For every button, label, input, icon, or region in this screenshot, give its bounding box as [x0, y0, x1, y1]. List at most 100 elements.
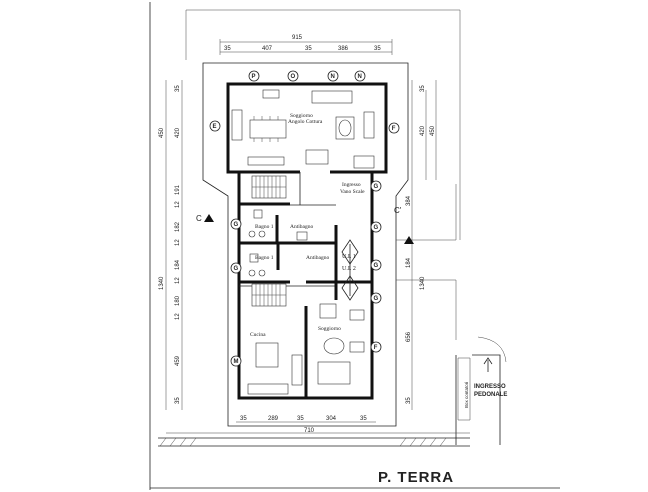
interior-walls-vertical	[275, 215, 338, 398]
sidewalk-outline	[202, 62, 409, 427]
dim-lines-right	[411, 80, 437, 410]
ui-split-arrow-lower	[341, 275, 359, 301]
dim-left-seg-10: 459	[175, 355, 181, 366]
dining-table-upper	[249, 119, 287, 139]
lot-boundary	[185, 9, 461, 240]
room-label-bagno1-mid: Bagno 1	[255, 255, 274, 261]
marker-top-2: O	[287, 70, 299, 82]
dim-left-seg-3: 12	[175, 201, 181, 208]
dim-bottom-total: 710	[304, 428, 315, 434]
dim-left-seg-11: 35	[175, 397, 181, 404]
svg-text:G: G	[374, 225, 379, 231]
entrance-arrow-icon	[483, 357, 493, 372]
room-label-ingresso-2: Vano Scale	[340, 189, 365, 195]
svg-text:G: G	[234, 266, 239, 272]
marker-left-2: G	[230, 218, 242, 230]
ground-hatch	[159, 437, 447, 447]
dim-bottom-seg-1: 35	[240, 416, 247, 422]
dim-left-outer: 1340	[159, 276, 165, 290]
shower-mid	[249, 253, 259, 263]
dim-right-upper-inner: 420	[420, 125, 426, 136]
desk-upper	[305, 149, 329, 165]
marker-right-2: G	[370, 180, 382, 192]
svg-text:F: F	[392, 126, 396, 132]
dim-left-seg-5: 12	[175, 239, 181, 246]
svg-text:G: G	[234, 222, 239, 228]
svg-text:N: N	[358, 74, 362, 80]
room-label-ui1: U.I. 1	[342, 254, 356, 260]
marker-left-4: M	[230, 355, 242, 367]
sofa-upper	[311, 90, 353, 104]
rug-upper	[338, 119, 352, 137]
section-arrow-right-icon	[404, 236, 414, 244]
room-label-ingresso-1: Ingresso	[342, 182, 361, 188]
marker-right-3: G	[370, 221, 382, 233]
dim-left-seg-8: 180	[175, 295, 181, 306]
staircase-upper	[251, 175, 287, 199]
bidet-upper	[258, 230, 266, 238]
dim-right-mid: 384	[406, 195, 412, 206]
svg-text:F: F	[374, 345, 378, 351]
dim-right-mid2: 184	[406, 257, 412, 268]
sink-upper	[296, 231, 308, 241]
svg-text:G: G	[374, 263, 379, 269]
room-label-soggiorno-upper-2: Angolo Cottura	[288, 119, 323, 125]
section-marker-left: C	[196, 214, 202, 223]
building-outer-wall	[226, 82, 388, 400]
dim-top-seg-4: 386	[338, 46, 349, 52]
marker-right-4: G	[370, 259, 382, 271]
chair-lower	[349, 341, 365, 353]
dim-top-seg-5: 35	[374, 46, 381, 52]
section-marker-right: C'	[394, 206, 402, 215]
section-arrow-left-icon	[204, 214, 214, 222]
dim-lines-left	[165, 80, 183, 410]
svg-text:M: M	[234, 359, 239, 365]
bidet-mid	[258, 269, 266, 277]
toilet-mid	[248, 269, 256, 277]
dim-bottom-seg-3: 35	[297, 416, 304, 422]
svg-text:G: G	[374, 296, 379, 302]
room-label-soggiorno-lower: Soggiorno	[318, 326, 341, 332]
fireplace-upper	[262, 89, 280, 99]
entrance-label-line1: INGRESSO	[474, 384, 506, 390]
dim-left-upper: 420	[175, 127, 181, 138]
dim-left-seg-7: 12	[175, 277, 181, 284]
room-label-antibagno-mid: Antibagno	[306, 255, 329, 261]
svg-text:G: G	[374, 184, 379, 190]
marker-top-4: N	[354, 70, 366, 82]
dim-right-bottom-end: 35	[406, 397, 412, 404]
floor-title: P. TERRA	[378, 469, 454, 486]
dim-right-outer: 1340	[420, 276, 426, 290]
marker-right-5: G	[370, 292, 382, 304]
dim-top-seg-2: 407	[262, 46, 273, 52]
dim-left-seg-2: 191	[175, 184, 181, 195]
dim-right-top-end: 35	[420, 85, 426, 92]
dim-lines-bottom	[166, 421, 470, 434]
armchair-upper	[363, 111, 375, 139]
kitchen-counter-lower	[247, 383, 289, 395]
shower-upper	[253, 209, 263, 219]
sofa-lower	[317, 361, 351, 385]
marker-top-3: N	[327, 70, 339, 82]
dim-top-seg-3: 35	[305, 46, 312, 52]
staircase-lower	[251, 283, 287, 307]
service-lines	[396, 184, 457, 340]
marker-top-1: P	[248, 70, 260, 82]
cabinet-upper	[353, 155, 375, 169]
room-label-antibagno-top: Antibagno	[290, 224, 313, 230]
svg-text:E: E	[213, 124, 217, 130]
dim-left-seg-1: 35	[175, 85, 181, 92]
marker-right-1: F	[388, 122, 400, 134]
table-lower-round	[323, 337, 345, 355]
dim-lines-top	[219, 39, 393, 55]
svg-text:O: O	[291, 74, 296, 80]
cabinet-lower	[291, 354, 303, 386]
dim-top-total: 915	[292, 35, 303, 41]
marker-left-3: G	[230, 262, 242, 274]
ground-line	[158, 437, 470, 447]
kitchen-counter-upper	[231, 109, 243, 141]
box-contatori-label: Box contatori	[464, 382, 469, 408]
room-label-ui2: U.I. 2	[342, 266, 356, 272]
entrance-label-line2: PEDONALE	[474, 392, 507, 398]
